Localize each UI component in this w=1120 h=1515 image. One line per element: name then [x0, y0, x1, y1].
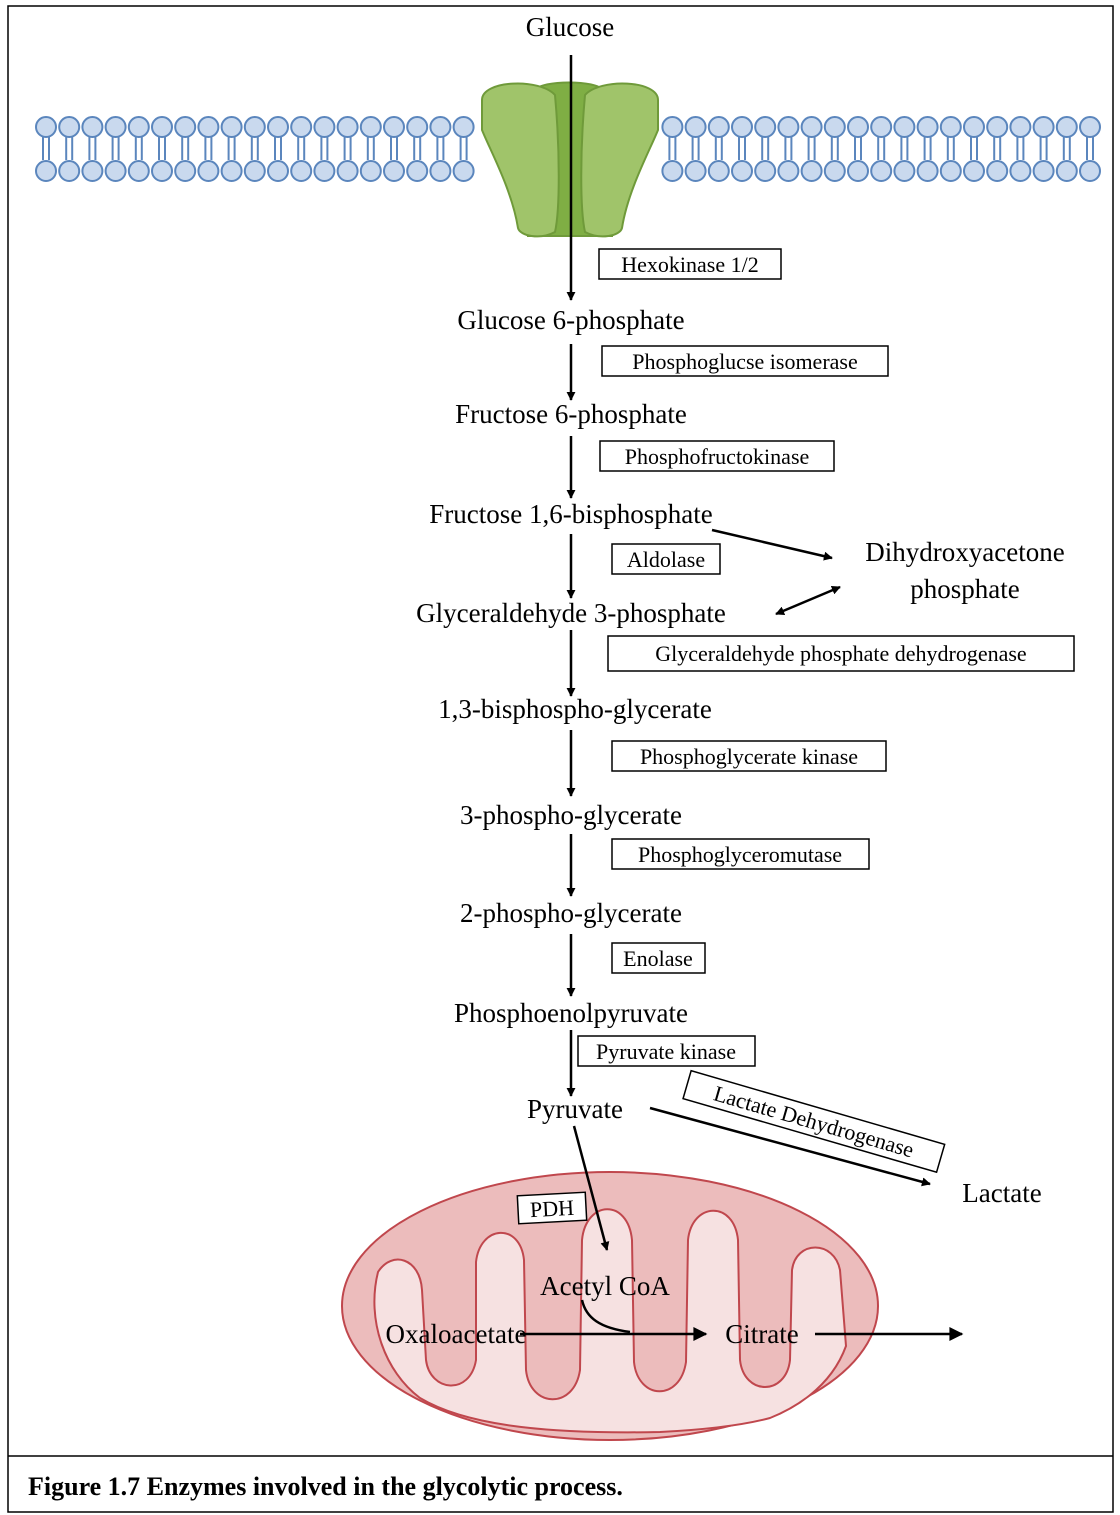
phospholipid	[964, 117, 984, 181]
phospholipid	[1034, 117, 1054, 181]
svg-text:Lactate Dehydrogenase: Lactate Dehydrogenase	[711, 1081, 917, 1163]
phospholipid	[384, 117, 404, 181]
phospholipid	[709, 117, 729, 181]
label-dhap-line1: Dihydroxyacetone	[865, 537, 1064, 567]
phospholipid	[802, 117, 822, 181]
phospholipid	[314, 117, 334, 181]
phospholipid	[36, 117, 56, 181]
label-f16bp: Fructose 1,6-bisphosphate	[429, 499, 712, 529]
phospholipid	[268, 117, 288, 181]
label-3pg: 3-phospho-glycerate	[460, 800, 682, 830]
label-citrate: Citrate	[725, 1319, 798, 1349]
label-pep: Phosphoenolpyruvate	[454, 998, 688, 1028]
phospholipid	[245, 117, 265, 181]
phospholipid	[106, 117, 126, 181]
label-13bpg: 1,3-bisphospho-glycerate	[438, 694, 712, 724]
arrow-f16bp-dhap	[712, 530, 832, 558]
phospholipid	[222, 117, 242, 181]
figure-caption: Figure 1.7 Enzymes involved in the glyco…	[28, 1472, 623, 1501]
enzyme-pk: Pyruvate kinase	[578, 1036, 755, 1066]
phospholipid	[941, 117, 961, 181]
svg-text:Phosphoglyceromutase: Phosphoglyceromutase	[638, 842, 842, 867]
label-f6p: Fructose 6-phosphate	[455, 399, 687, 429]
phospholipid	[291, 117, 311, 181]
phospholipid	[361, 117, 381, 181]
label-g3p: Glyceraldehyde 3-phosphate	[416, 598, 726, 628]
phospholipid	[407, 117, 427, 181]
svg-text:Pyruvate kinase: Pyruvate kinase	[596, 1039, 736, 1064]
label-oxaloacetate: Oxaloacetate	[386, 1319, 527, 1349]
label-lactate: Lactate	[962, 1178, 1041, 1208]
label-acetyl-coa: Acetyl CoA	[540, 1271, 670, 1301]
phospholipid	[987, 117, 1007, 181]
phospholipid	[1010, 117, 1030, 181]
phospholipid	[778, 117, 798, 181]
label-pyruvate: Pyruvate	[527, 1094, 623, 1124]
enzyme-ldh: Lactate Dehydrogenase	[683, 1071, 945, 1173]
enzyme-boxes: Hexokinase 1/2 Phosphoglucse isomerase P…	[517, 249, 1074, 1224]
enzyme-pgi: Phosphoglucse isomerase	[602, 346, 888, 376]
phospholipid	[894, 117, 914, 181]
phospholipid	[825, 117, 845, 181]
phospholipid	[82, 117, 102, 181]
svg-text:Enolase: Enolase	[623, 946, 693, 971]
phospholipid	[198, 117, 218, 181]
arrow-dhap-g3p	[776, 587, 840, 614]
enzyme-pfk: Phosphofructokinase	[600, 441, 834, 471]
label-g6p: Glucose 6-phosphate	[457, 305, 684, 335]
label-dhap-line2: phosphate	[910, 574, 1019, 604]
phospholipid	[755, 117, 775, 181]
label-glucose: Glucose	[526, 12, 614, 42]
phospholipid	[848, 117, 868, 181]
phospholipid	[175, 117, 195, 181]
label-2pg: 2-phospho-glycerate	[460, 898, 682, 928]
svg-text:Glyceraldehyde phosphate dehyd: Glyceraldehyde phosphate dehydrogenase	[655, 641, 1026, 666]
phospholipid	[918, 117, 938, 181]
enzyme-aldolase: Aldolase	[612, 544, 720, 574]
svg-text:Hexokinase 1/2: Hexokinase 1/2	[621, 252, 758, 277]
enzyme-pgk: Phosphoglycerate kinase	[612, 741, 886, 771]
phospholipid	[430, 117, 450, 181]
svg-text:Aldolase: Aldolase	[627, 547, 705, 572]
phospholipid	[338, 117, 358, 181]
svg-text:Phosphoglucse isomerase: Phosphoglucse isomerase	[632, 349, 857, 374]
phospholipid	[1080, 117, 1100, 181]
enzyme-pdh: PDH	[517, 1192, 586, 1224]
phospholipid	[732, 117, 752, 181]
phospholipid	[871, 117, 891, 181]
phospholipid	[129, 117, 149, 181]
mitochondrion	[342, 1172, 878, 1440]
phospholipid	[152, 117, 172, 181]
enzyme-gapdh: Glyceraldehyde phosphate dehydrogenase	[608, 636, 1074, 671]
phospholipid	[59, 117, 79, 181]
phospholipid	[686, 117, 706, 181]
svg-text:PDH: PDH	[529, 1195, 574, 1222]
enzyme-hexokinase: Hexokinase 1/2	[599, 249, 781, 279]
phospholipid	[454, 117, 474, 181]
svg-text:Phosphoglycerate kinase: Phosphoglycerate kinase	[640, 744, 858, 769]
phospholipid	[1057, 117, 1077, 181]
enzyme-pgm: Phosphoglyceromutase	[612, 839, 869, 869]
svg-text:Phosphofructokinase: Phosphofructokinase	[625, 444, 810, 469]
enzyme-enolase: Enolase	[612, 943, 705, 973]
metabolite-labels: Glucose Glucose 6-phosphate Fructose 6-p…	[386, 12, 1065, 1349]
phospholipid	[662, 117, 682, 181]
